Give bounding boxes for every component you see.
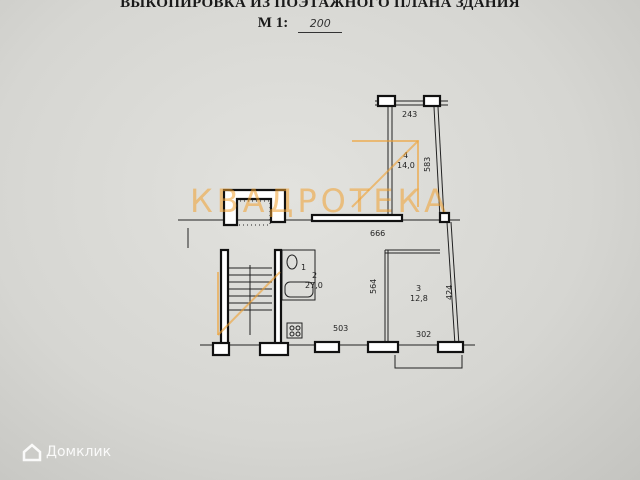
dim-424: 424 [445, 285, 454, 300]
wall-segment [310, 213, 404, 223]
room-2-area: 27,0 [305, 281, 323, 290]
stove [286, 322, 303, 339]
vent-block [222, 188, 287, 227]
wall-segment [376, 94, 397, 108]
loggia-outline [394, 355, 463, 369]
column [438, 211, 451, 224]
room-2-number: 2 [312, 271, 317, 280]
scale-line: М 1: 200 [0, 15, 620, 33]
house-icon [22, 443, 42, 462]
scale-value: 200 [298, 15, 343, 33]
watermark-logo [217, 140, 419, 336]
dim-balcony-length: 583 [423, 157, 432, 172]
wall-segment [211, 341, 231, 357]
brand-logo: Домклик [22, 442, 111, 462]
dim-302: 302 [416, 330, 431, 339]
dim-balcony-width: 243 [402, 110, 417, 119]
bathroom [281, 249, 316, 301]
stair-wall-right [273, 248, 283, 346]
room-1-number: 1 [301, 263, 306, 272]
dim-503: 503 [333, 324, 348, 333]
staircase [228, 265, 272, 335]
document-title: ВЫКОПИРОВКА ИЗ ПОЭТАЖНОГО ПЛАНА ЗДАНИЯ [120, 0, 520, 11]
stove-burner [295, 331, 301, 337]
dim-666: 666 [370, 229, 385, 238]
balcony-wall-right [433, 106, 441, 219]
stove-burner [289, 325, 295, 331]
wall-segment [258, 341, 290, 357]
stove-burner [289, 331, 295, 337]
wall-segment [313, 340, 341, 354]
room-4-area: 14,0 [397, 161, 415, 170]
dim-564: 564 [369, 279, 378, 294]
room-3-area: 12,8 [410, 294, 428, 303]
outer-wall-right [450, 221, 460, 346]
balcony-wall-right-inner [437, 106, 445, 219]
room-4-number: 4 [403, 151, 408, 160]
scale-label: М 1: [257, 15, 289, 31]
wall-segment [436, 340, 465, 354]
brand-name: Домклик [46, 444, 112, 460]
stove-burner [295, 325, 301, 331]
outer-wall-right [446, 221, 456, 346]
wall-segment [366, 340, 400, 354]
room-3-number: 3 [416, 284, 421, 293]
toilet [286, 254, 298, 270]
bathtub [284, 281, 314, 298]
wall-segment [422, 94, 442, 108]
